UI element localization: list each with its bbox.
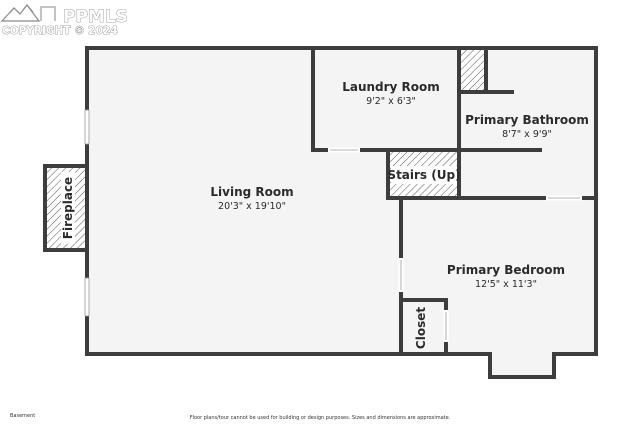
laundry-room-dims: 9'2" x 6'3" (366, 96, 416, 107)
stairs-name: Stairs (Up) (387, 168, 460, 182)
closet-label: Closet (414, 307, 428, 349)
mountain-logo-icon (0, 4, 56, 22)
watermark-brand: PPMLS (63, 7, 128, 27)
living-room-dims: 20'3" x 19'10" (218, 201, 286, 212)
primary-bedroom-dims: 12'5" x 11'3" (475, 279, 537, 290)
primary-bathroom-dims: 8'7" x 9'9" (502, 129, 552, 140)
fireplace-name: Fireplace (61, 177, 75, 239)
watermark-copyright: COPYRIGHT © 2024 (2, 25, 118, 37)
watermark: PPMLS COPYRIGHT © 2024 (0, 4, 128, 37)
primary-bedroom-name: Primary Bedroom (447, 263, 565, 277)
primary-bathroom-label: Primary Bathroom 8'7" x 9'9" (465, 113, 589, 140)
level-label: Basement (10, 413, 35, 419)
primary-bathroom-name: Primary Bathroom (465, 113, 589, 127)
closet-name: Closet (414, 307, 428, 349)
floor-fill (45, 48, 596, 377)
window (84, 109, 90, 145)
laundry-room-name: Laundry Room (342, 80, 440, 94)
living-room-label: Living Room 20'3" x 19'10" (210, 185, 293, 212)
door-openings (328, 147, 582, 342)
laundry-room-label: Laundry Room 9'2" x 6'3" (342, 80, 440, 107)
living-room-name: Living Room (210, 185, 293, 199)
window (84, 277, 90, 317)
primary-bedroom-label: Primary Bedroom 12'5" x 11'3" (447, 263, 565, 290)
fireplace-label: Fireplace (61, 172, 75, 244)
windows (84, 109, 90, 317)
disclaimer: Floor plans/tour cannot be used for buil… (190, 415, 451, 421)
shaft-hatch (460, 50, 484, 90)
stairs-label: Stairs (Up) (387, 166, 461, 184)
